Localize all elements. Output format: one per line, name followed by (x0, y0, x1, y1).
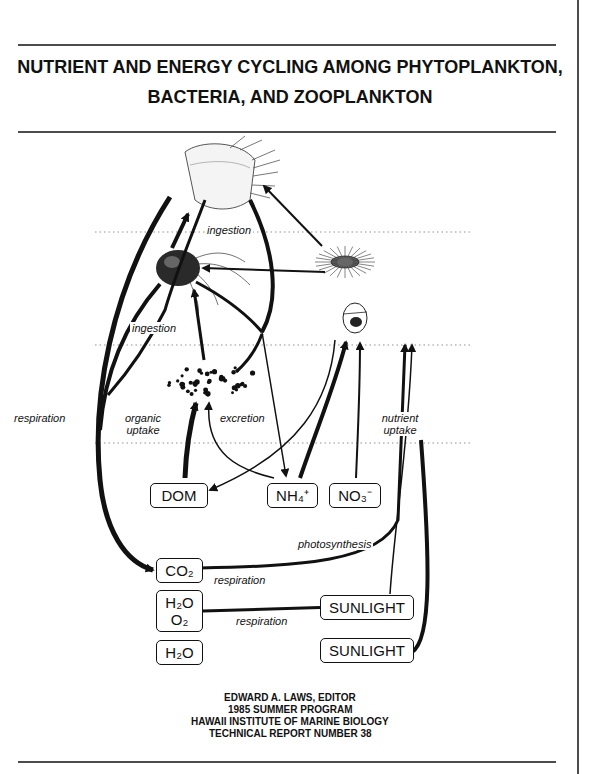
box-label: NH₄⁺ (275, 487, 310, 504)
phytoplankton (343, 303, 367, 333)
flow-label: organic uptake (116, 412, 170, 436)
compound-box: CO₂ (156, 558, 203, 583)
box-label: O₂ (164, 611, 195, 628)
bacteria (167, 366, 255, 396)
radiolarian (315, 246, 375, 278)
box-label: NO₃⁻ (337, 487, 373, 504)
box-label: SUNLIGHT (328, 599, 406, 616)
flow-line (203, 608, 320, 612)
report-credit: EDWARD A. LAWS, EDITOR (224, 692, 356, 704)
ciliate (156, 250, 250, 315)
flow-label: ingestion (205, 224, 253, 236)
compound-box: SUNLIGHT (320, 638, 414, 663)
report-credit: TECHNICAL REPORT NUMBER 38 (209, 728, 372, 740)
flow-label: photosynthesis (296, 538, 373, 550)
box-label: H₂O (164, 594, 195, 611)
flow-label: nutrient uptake (372, 412, 428, 436)
flow-label: ingestion (130, 322, 178, 334)
report-credit: 1985 SUMMER PROGRAM (228, 704, 352, 716)
compound-box: H₂OO₂ (156, 590, 203, 632)
box-label: H₂O (164, 644, 195, 661)
flow-label: respiration (212, 574, 267, 586)
box-label: DOM (158, 487, 200, 504)
flow-label: respiration (12, 412, 67, 424)
compound-box: DOM (150, 483, 208, 508)
zooplankton (185, 136, 280, 209)
compound-box: SUNLIGHT (320, 595, 414, 620)
report-credit: HAWAII INSTITUTE OF MARINE BIOLOGY (191, 716, 389, 728)
flow-label: respiration (234, 615, 289, 627)
box-label: SUNLIGHT (328, 642, 406, 659)
flow-label: excretion (218, 412, 267, 424)
compound-box: H₂O (156, 640, 203, 665)
compound-box: NH₄⁺ (267, 483, 318, 508)
report-title: NUTRIENT AND ENERGY CYCLING AMONG PHYTOP… (10, 52, 570, 112)
compound-box: NO₃⁻ (329, 483, 381, 508)
flow-arrows (98, 186, 427, 652)
box-label: CO₂ (164, 562, 195, 579)
